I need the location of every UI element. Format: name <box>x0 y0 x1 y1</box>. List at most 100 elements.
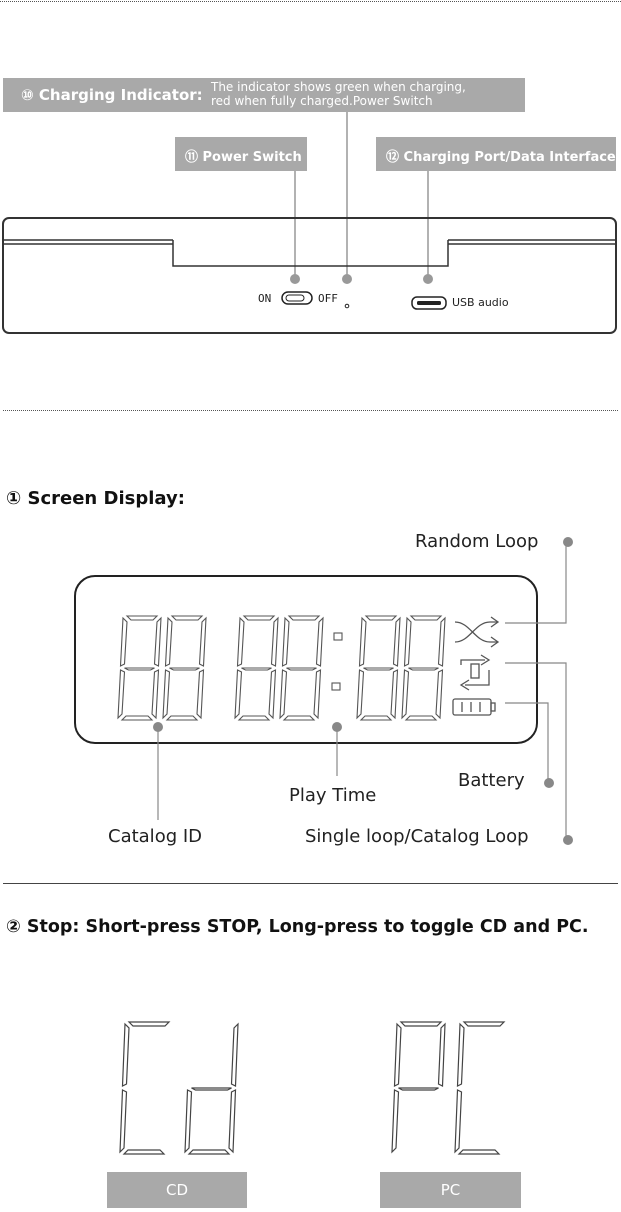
lcd-digit-6-seg-b <box>437 616 446 667</box>
charging-indicator-label: ⑩ Charging Indicator: <box>21 86 203 104</box>
power-switch-label: ⑪ Power Switch <box>185 150 302 165</box>
charging-indicator-desc-2: red when fully charged.Power Switch <box>211 94 433 108</box>
lcd-digit-4-seg-b <box>315 616 324 667</box>
colon-dot-top <box>333 632 343 641</box>
cd-pc-glyphs <box>119 1021 506 1155</box>
charging-port-label: ⑫ Charging Port/Data Interface <box>386 150 616 165</box>
lcd-digit-3-seg-e <box>234 669 243 720</box>
glyph-p-seg-a <box>399 1021 443 1027</box>
battery-dot <box>544 778 554 788</box>
lcd-digit-1-seg-c <box>151 669 160 720</box>
pc-label: PC <box>440 1181 461 1199</box>
single-loop-leader <box>505 662 567 838</box>
glyph-p-seg-b <box>437 1022 446 1087</box>
lcd-digit-5-seg-d <box>359 715 393 721</box>
lcd-digit-5-seg-c <box>390 669 399 720</box>
glyph-p-seg-e <box>391 1089 400 1154</box>
lcd-digit-5-seg-f <box>358 616 367 667</box>
power-switch-callout: ⑪ Power Switch <box>175 137 307 171</box>
lcd-digit-6-seg-a <box>409 615 443 621</box>
lcd-digit-4-seg-d <box>282 715 316 721</box>
glyph-d-seg-c <box>228 1089 237 1154</box>
single-loop-lcd-icon <box>459 654 491 691</box>
lcd-digit-4-seg-f <box>281 616 290 667</box>
lcd-digits-group <box>117 615 446 721</box>
lcd-digit-1-seg-f <box>119 616 128 667</box>
port-dot <box>423 274 433 284</box>
lower-separator <box>3 883 618 884</box>
lcd-digit-2-seg-d <box>165 715 199 721</box>
cd-label: CD <box>165 1181 189 1199</box>
lcd-digit-1-seg-e <box>117 669 126 720</box>
glyph-c-seg-f <box>121 1022 130 1087</box>
lcd-digit-2-seg-g <box>169 667 200 671</box>
lcd-digit-3-seg-b <box>270 616 279 667</box>
lcd-digit-5-seg-e <box>356 669 365 720</box>
lcd-digit-5-seg-a <box>364 615 398 621</box>
lcd-digit-1-seg-b <box>153 616 162 667</box>
random-loop-dot <box>563 537 573 547</box>
glyph-c-seg-e <box>119 1089 128 1154</box>
lcd-digit-4-seg-a <box>287 615 321 621</box>
catalog-id-callout: Catalog ID <box>108 826 203 847</box>
random-loop-lcd-icon <box>454 616 500 648</box>
top-separator <box>0 1 621 2</box>
glyph-d-seg-e <box>184 1089 193 1154</box>
lcd-digit-1-seg-d <box>120 715 154 721</box>
battery-lcd-icon <box>452 698 496 716</box>
device-illustration <box>2 112 617 334</box>
glyph-c-seg-a <box>127 1021 171 1027</box>
lcd-digit-2-seg-a <box>170 615 204 621</box>
lcd-digit-4-seg-e <box>279 669 288 720</box>
lcd-digit-2-seg-c <box>196 669 205 720</box>
switch-on-text: ON <box>258 292 272 305</box>
play-time-dot <box>332 722 342 732</box>
lcd-digit-4-seg-g <box>286 667 317 671</box>
glyph-d-seg-b <box>230 1022 239 1087</box>
lcd-digit-3-seg-d <box>237 715 271 721</box>
lcd-digit-6-seg-c <box>435 669 444 720</box>
charging-indicator-callout: ⑩ Charging Indicator: The indicator show… <box>3 78 525 112</box>
lcd-digit-2-seg-e <box>162 669 171 720</box>
switch-off-text: OFF <box>318 292 338 305</box>
play-time-callout: Play Time <box>289 785 377 806</box>
lcd-digit-5-seg-b <box>392 616 401 667</box>
lcd-digit-6-seg-d <box>404 715 438 721</box>
screen-display-title: ① Screen Display: <box>6 488 185 509</box>
glyph-d-seg-d <box>187 1149 231 1155</box>
lcd-digit-1-seg-a <box>125 615 159 621</box>
catalog-id-dot <box>153 722 163 732</box>
lcd-digit-2-seg-f <box>164 616 173 667</box>
single-loop-dot <box>563 835 573 845</box>
indicator-dot <box>342 274 352 284</box>
lcd-digit-3-seg-f <box>236 616 245 667</box>
glyph-p-seg-f <box>393 1022 402 1087</box>
glyph-d-seg-g <box>191 1087 232 1091</box>
charging-indicator-led <box>344 303 350 309</box>
glyph-p-seg-g <box>398 1087 439 1091</box>
lcd-digit-2-seg-b <box>198 616 207 667</box>
glyph-c2-seg-e <box>454 1089 463 1154</box>
random-loop-callout: Random Loop <box>415 531 539 552</box>
middle-separator <box>3 410 618 411</box>
device-body <box>2 217 617 334</box>
power-switch-dot <box>290 274 300 284</box>
lcd-digit-3-seg-c <box>268 669 277 720</box>
lcd-frame <box>74 575 538 744</box>
lcd-digit-6-seg-e <box>401 669 410 720</box>
lcd-digit-6-seg-g <box>408 667 439 671</box>
usb-audio-text: USB audio <box>452 296 509 309</box>
lcd-digit-3-seg-a <box>242 615 276 621</box>
battery-leader <box>505 702 549 782</box>
glyph-c-seg-d <box>122 1149 166 1155</box>
charging-indicator-desc-1: The indicator shows green when charging, <box>211 80 466 94</box>
stop-title: ② Stop: Short-press STOP, Long-press to … <box>6 917 589 937</box>
colon-dot-bottom <box>331 682 341 691</box>
glyph-c2-seg-a <box>462 1021 506 1027</box>
cd-label-box: CD <box>107 1172 247 1208</box>
battery-callout: Battery <box>458 770 525 791</box>
lcd-digit-6-seg-f <box>403 616 412 667</box>
glyph-c2-seg-d <box>457 1149 501 1155</box>
lcd-digit-3-seg-g <box>241 667 272 671</box>
usb-port <box>411 296 447 310</box>
